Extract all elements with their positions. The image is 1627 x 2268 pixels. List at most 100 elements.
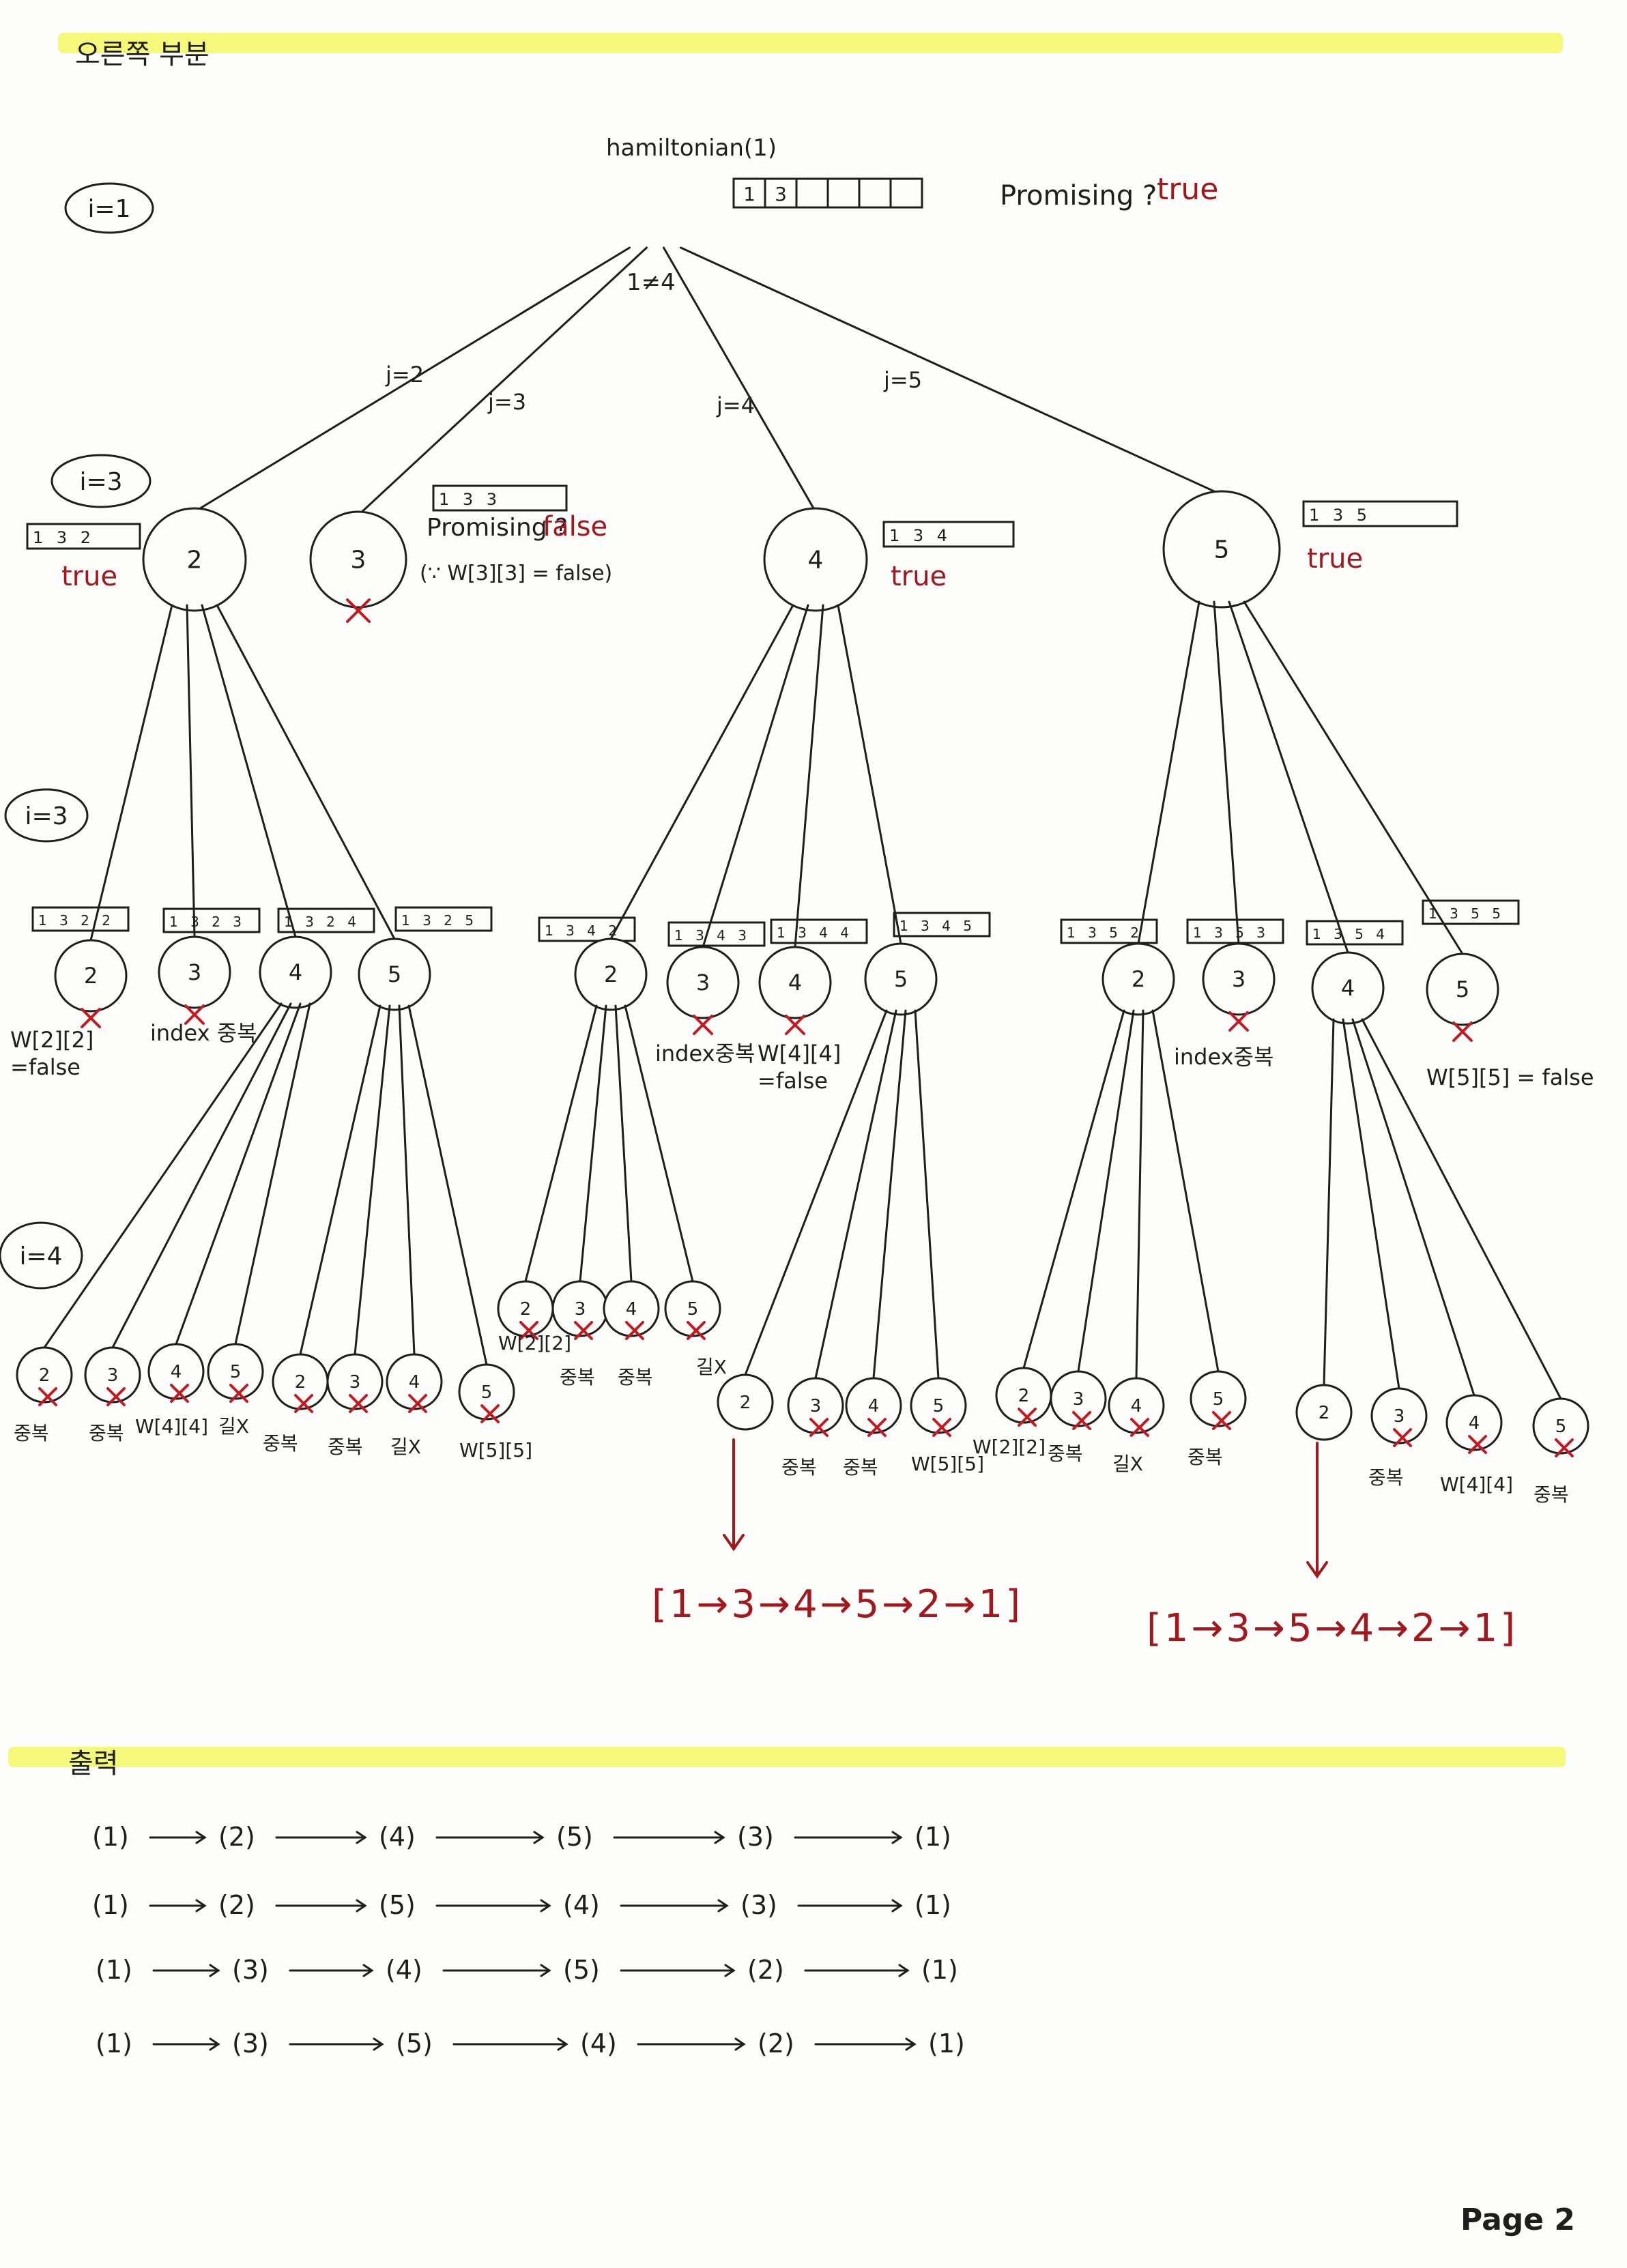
level-label-i1: i=1 xyxy=(64,182,154,234)
svg-text:1 3 4 4: 1 3 4 4 xyxy=(777,925,853,941)
root-array-cell xyxy=(889,177,923,209)
level3-note-14: 중복 xyxy=(781,1456,817,1479)
output-arrowhead xyxy=(557,2037,568,2051)
edge-level2-to-level3 xyxy=(614,1004,633,1283)
level1-node-1-label: 2 xyxy=(187,547,203,575)
level2-node-1-circle xyxy=(54,939,128,1013)
edge-level2-to-level3 xyxy=(1351,1018,1475,1397)
edge-level1-to-level2 xyxy=(186,604,196,938)
level2-node-2-circle xyxy=(158,935,231,1009)
level2-array-7: 1 3 4 4 xyxy=(770,918,868,944)
level3-node-16-circle xyxy=(910,1377,967,1434)
output-row-3-node: (5) xyxy=(563,1955,600,1985)
level3-node-3-pruned-x xyxy=(170,1384,189,1403)
svg-text:i=1: i=1 xyxy=(87,195,130,223)
svg-text:1 3 4: 1 3 4 xyxy=(889,526,951,545)
root-array-value: 1 xyxy=(743,183,755,205)
level3-note-6: 중복 xyxy=(328,1436,363,1458)
level2-array-6: 1 3 4 3 xyxy=(667,921,766,947)
level1-array-4: 1 3 5 xyxy=(1302,500,1458,527)
svg-text:i=3: i=3 xyxy=(25,802,68,830)
level3-node-18-pruned-x xyxy=(1072,1411,1091,1430)
edge-level2-to-level3 xyxy=(354,1004,391,1356)
level2-node-2-label: 3 xyxy=(188,959,201,985)
level1-promising-value: false xyxy=(543,511,607,542)
level2-note-7: W[4][4]=false xyxy=(758,1041,841,1094)
edge-level1-to-level2 xyxy=(201,604,297,938)
svg-text:1 3 5 4: 1 3 5 4 xyxy=(1312,926,1389,942)
level3-node-3-label: 4 xyxy=(171,1362,182,1382)
level3-node-11-pruned-x xyxy=(625,1321,644,1340)
level3-node-15-circle xyxy=(845,1377,902,1434)
level1-array-2: 1 3 3 xyxy=(432,484,568,512)
level2-node-10-circle xyxy=(1202,942,1276,1016)
level3-note-16: W[5][5] xyxy=(911,1453,984,1475)
level3-node-16-label: 5 xyxy=(933,1396,945,1416)
level3-note-20: 중복 xyxy=(1187,1446,1223,1468)
level-label-i4: i=4 xyxy=(0,1221,83,1290)
level2-array-2: 1 3 2 3 xyxy=(162,907,261,933)
level1-array-1: 1 3 2 xyxy=(26,523,141,550)
edge-level2-to-level3 xyxy=(524,1004,598,1283)
level1-array-3: 1 3 4 xyxy=(882,521,1015,548)
level2-node-7-pruned-x xyxy=(785,1015,805,1035)
level3-node-7-label: 4 xyxy=(409,1372,420,1393)
svg-text:1 3 3: 1 3 3 xyxy=(439,490,501,509)
level3-node-18-label: 3 xyxy=(1073,1389,1084,1410)
edge-level2-to-level3 xyxy=(814,1009,897,1380)
level2-array-3: 1 3 2 4 xyxy=(277,907,375,933)
edge-level2-to-level3 xyxy=(43,1002,283,1349)
level2-note-2: index 중복 xyxy=(150,1020,257,1046)
output-row-3-node: (1) xyxy=(96,1955,132,1985)
level3-node-23-pruned-x xyxy=(1468,1435,1487,1454)
output-row-2-node: (1) xyxy=(915,1890,951,1920)
level2-node-2-pruned-x xyxy=(184,1004,205,1025)
root-promising-value: true xyxy=(1157,172,1218,207)
level3-node-7-circle xyxy=(386,1353,443,1410)
level2-array-1: 1 3 2 2 xyxy=(31,906,130,932)
level3-node-23-circle xyxy=(1445,1394,1503,1451)
level3-node-11-circle xyxy=(603,1280,660,1337)
svg-text:1 3 5 3: 1 3 5 3 xyxy=(1193,925,1269,941)
level3-note-2: 중복 xyxy=(89,1422,124,1444)
output-row-3-node: (2) xyxy=(747,1955,784,1985)
output-arrowhead xyxy=(195,1899,207,1913)
level3-node-19-label: 4 xyxy=(1131,1396,1142,1416)
level-label-i3: i=3 xyxy=(4,788,89,843)
output-arrowhead xyxy=(891,1899,903,1913)
level3-note-10: 중복 xyxy=(560,1366,595,1389)
level2-node-12-pruned-x xyxy=(1452,1021,1473,1042)
edge-level2-to-level3 xyxy=(111,1002,292,1349)
output-arrowhead xyxy=(373,2037,384,2051)
output-arrowhead xyxy=(362,1964,374,1977)
level3-note-3: W[4][4] xyxy=(135,1415,208,1438)
level3-node-8-circle xyxy=(458,1363,515,1421)
success-arrowhead-2 xyxy=(1306,1561,1328,1579)
level3-node-10-pruned-x xyxy=(574,1321,593,1340)
edge-level2-to-level3 xyxy=(1077,1009,1135,1373)
edge-level1-to-level2 xyxy=(1228,600,1349,954)
edge-label-j5: j=5 xyxy=(883,367,922,393)
output-arrowhead xyxy=(540,1964,551,1977)
output-rows: (1)(2)(4)(5)(3)(1)(1)(2)(5)(4)(3)(1)(1)(… xyxy=(92,1822,965,2059)
level1-node-3-circle xyxy=(763,507,868,612)
level1-node-4-label: 5 xyxy=(1214,536,1230,564)
level2-node-1-pruned-x xyxy=(81,1008,101,1028)
root-array-value: 3 xyxy=(775,183,787,205)
level3-node-19-circle xyxy=(1108,1377,1165,1434)
level3-note-8: W[5][5] xyxy=(459,1439,532,1462)
level2-node-7-circle xyxy=(758,946,832,1019)
output-row-3-node: (4) xyxy=(386,1955,422,1985)
root-call-label: hamiltonian(1) xyxy=(606,134,777,162)
output-arrowhead xyxy=(540,1899,551,1913)
edge-label-j3: j=3 xyxy=(487,389,526,415)
output-arrowhead xyxy=(734,2037,746,2051)
level3-node-4-pruned-x xyxy=(229,1384,248,1403)
level2-node-5-label: 2 xyxy=(604,961,618,987)
level2-note-12: W[5][5] = false xyxy=(1426,1064,1594,1090)
level3-node-1-label: 2 xyxy=(39,1365,51,1386)
svg-text:1 3 4 2: 1 3 4 2 xyxy=(545,922,621,939)
level3-node-19-pruned-x xyxy=(1130,1418,1149,1437)
level-label-i2: i=3 xyxy=(51,454,152,508)
output-row-3-node: (1) xyxy=(921,1955,958,1985)
